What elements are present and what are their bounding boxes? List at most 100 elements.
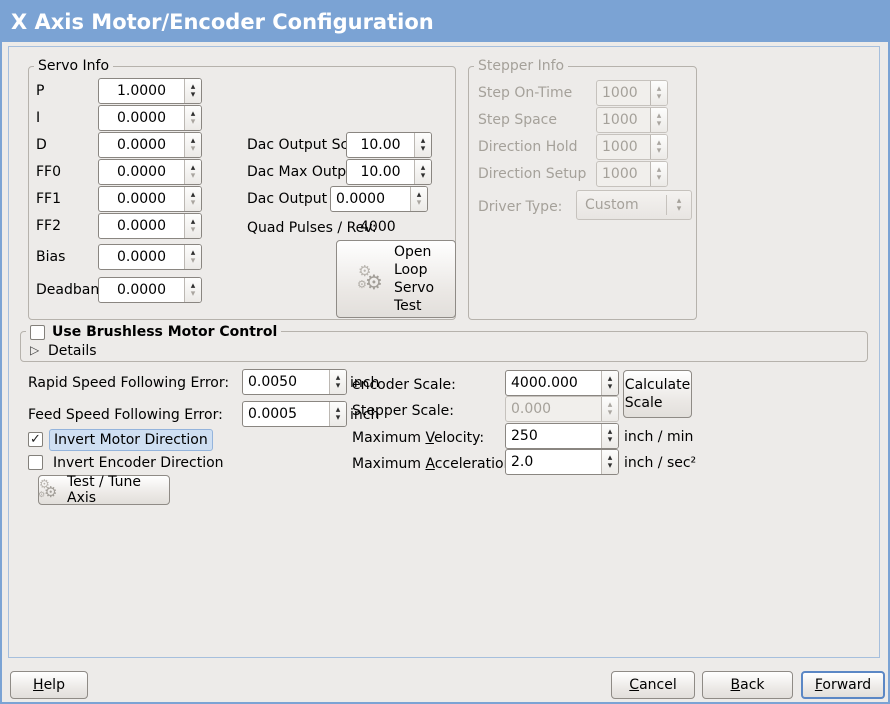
spin-up-icon[interactable]: ▴: [607, 453, 613, 463]
spin-up-icon[interactable]: ▴: [190, 217, 196, 227]
dac-output-offset-input[interactable]: [331, 187, 410, 211]
help-button[interactable]: Help: [10, 671, 88, 699]
spin-up-icon[interactable]: ▴: [335, 373, 341, 383]
ff1-input[interactable]: [99, 187, 184, 211]
spin-up-icon[interactable]: ▴: [190, 136, 196, 146]
dac-max-output-input[interactable]: [347, 160, 414, 184]
encoder-scale-spinner[interactable]: ▴▾: [601, 371, 618, 395]
velocity-spinner[interactable]: ▴▾: [601, 424, 618, 448]
spin-up-icon[interactable]: ▴: [190, 248, 196, 258]
title-bar: X Axis Motor/Encoder Configuration: [2, 2, 888, 42]
spin-down-icon[interactable]: ▾: [420, 144, 426, 154]
spin-down-icon[interactable]: ▾: [190, 198, 196, 208]
spin-down-icon[interactable]: ▾: [607, 461, 613, 471]
p-spinner[interactable]: ▴▾: [184, 79, 201, 103]
rapid-spinner[interactable]: ▴▾: [329, 370, 346, 394]
ff1-spinbox: ▴▾: [98, 186, 202, 212]
spin-up-icon: ▴: [656, 111, 662, 121]
spin-down-icon[interactable]: ▾: [335, 381, 341, 391]
d-spinner[interactable]: ▴▾: [184, 133, 201, 157]
step-on-time-spinbox: ▴▾: [596, 80, 668, 106]
spin-up-icon[interactable]: ▴: [190, 281, 196, 291]
spin-up-icon[interactable]: ▴: [190, 82, 196, 92]
deadband-input[interactable]: [99, 278, 184, 302]
spin-up-icon[interactable]: ▴: [420, 136, 426, 146]
forward-button-label: Forward: [814, 677, 872, 693]
step-on-time-input: [597, 81, 650, 105]
rapid-unit-label: inch: [350, 375, 380, 391]
maximum-velocity-spinbox: ▴▾: [505, 423, 619, 449]
encoder-scale-label: encoder Scale:: [352, 377, 456, 393]
expander-arrow-icon[interactable]: ▷: [30, 343, 40, 357]
encoder-scale-input[interactable]: [506, 371, 601, 395]
feed-following-error-input[interactable]: [243, 402, 329, 426]
open-loop-button-label: Open Loop Servo Test: [393, 244, 435, 314]
deadband-spinner[interactable]: ▴▾: [184, 278, 201, 302]
stepper-scale-spinner: ▴▾: [601, 397, 618, 421]
maximum-velocity-input[interactable]: [506, 424, 601, 448]
spin-up-icon[interactable]: ▴: [335, 405, 341, 415]
invert-motor-checkbox[interactable]: ✓: [28, 432, 43, 447]
invert-encoder-checkbox[interactable]: [28, 455, 43, 470]
spin-up-icon[interactable]: ▴: [607, 427, 613, 437]
forward-button[interactable]: Forward: [801, 671, 885, 699]
spin-down-icon[interactable]: ▾: [190, 256, 196, 266]
rapid-following-error-input[interactable]: [243, 370, 329, 394]
spin-down-icon[interactable]: ▾: [420, 171, 426, 181]
maximum-acceleration-label: Maximum Acceleration:: [352, 456, 518, 472]
spin-up-icon[interactable]: ▴: [190, 190, 196, 200]
spin-down-icon[interactable]: ▾: [190, 225, 196, 235]
back-button-label: Back: [730, 677, 765, 693]
invert-encoder-label[interactable]: Invert Encoder Direction: [53, 455, 224, 471]
deadband-spinbox: ▴▾: [98, 277, 202, 303]
stepper-scale-label: Stepper Scale:: [352, 403, 454, 419]
calculate-scale-button[interactable]: Calculate Scale: [623, 370, 692, 418]
spin-down-icon[interactable]: ▾: [607, 382, 613, 392]
maximum-acceleration-input[interactable]: [506, 450, 601, 474]
p-input[interactable]: [99, 79, 184, 103]
ff2-input[interactable]: [99, 214, 184, 238]
spin-down-icon[interactable]: ▾: [190, 117, 196, 127]
ff0-spinner[interactable]: ▴▾: [184, 160, 201, 184]
i-spinner[interactable]: ▴▾: [184, 106, 201, 130]
bias-input[interactable]: [99, 245, 184, 269]
ff1-spinner[interactable]: ▴▾: [184, 187, 201, 211]
test-tune-axis-button[interactable]: ⚙ ⚙ ⚙ Test / Tune Axis: [38, 474, 170, 506]
spin-up-icon[interactable]: ▴: [190, 109, 196, 119]
dac-offset-spinner[interactable]: ▴▾: [410, 187, 427, 211]
spin-down-icon[interactable]: ▾: [190, 144, 196, 154]
cancel-button[interactable]: Cancel: [611, 671, 695, 699]
dac-output-scale-input[interactable]: [347, 133, 414, 157]
ff0-label: FF0: [36, 164, 62, 180]
ff2-spinner[interactable]: ▴▾: [184, 214, 201, 238]
brushless-legend: Use Brushless Motor Control: [26, 323, 282, 341]
bias-spinner[interactable]: ▴▾: [184, 245, 201, 269]
spin-down-icon[interactable]: ▾: [190, 171, 196, 181]
feed-spinner[interactable]: ▴▾: [329, 402, 346, 426]
d-input[interactable]: [99, 133, 184, 157]
ff0-spinbox: ▴▾: [98, 159, 202, 185]
spin-down-icon[interactable]: ▾: [416, 198, 422, 208]
spin-down-icon[interactable]: ▾: [607, 435, 613, 445]
spin-up-icon[interactable]: ▴: [416, 190, 422, 200]
spin-up-icon[interactable]: ▴: [420, 163, 426, 173]
direction-setup-label: Direction Setup: [478, 166, 587, 182]
spin-down-icon[interactable]: ▾: [190, 90, 196, 100]
ff0-input[interactable]: [99, 160, 184, 184]
dac-max-spinner[interactable]: ▴▾: [414, 160, 431, 184]
spin-down-icon[interactable]: ▾: [190, 289, 196, 299]
invert-motor-label[interactable]: Invert Motor Direction: [49, 429, 213, 451]
spin-down-icon[interactable]: ▾: [335, 413, 341, 423]
open-loop-servo-test-button[interactable]: ⚙ ⚙ ⚙ Open Loop Servo Test: [336, 240, 456, 318]
details-expander-label[interactable]: Details: [48, 343, 97, 359]
spin-up-icon[interactable]: ▴: [607, 374, 613, 384]
back-button[interactable]: Back: [702, 671, 793, 699]
dac-scale-spinner[interactable]: ▴▾: [414, 133, 431, 157]
acceleration-spinner[interactable]: ▴▾: [601, 450, 618, 474]
deadband-label: Deadband: [36, 282, 109, 298]
i-input[interactable]: [99, 106, 184, 130]
direction-hold-label: Direction Hold: [478, 139, 578, 155]
stepper-info-frame: [468, 66, 697, 320]
spin-up-icon[interactable]: ▴: [190, 163, 196, 173]
brushless-checkbox[interactable]: [30, 324, 45, 340]
